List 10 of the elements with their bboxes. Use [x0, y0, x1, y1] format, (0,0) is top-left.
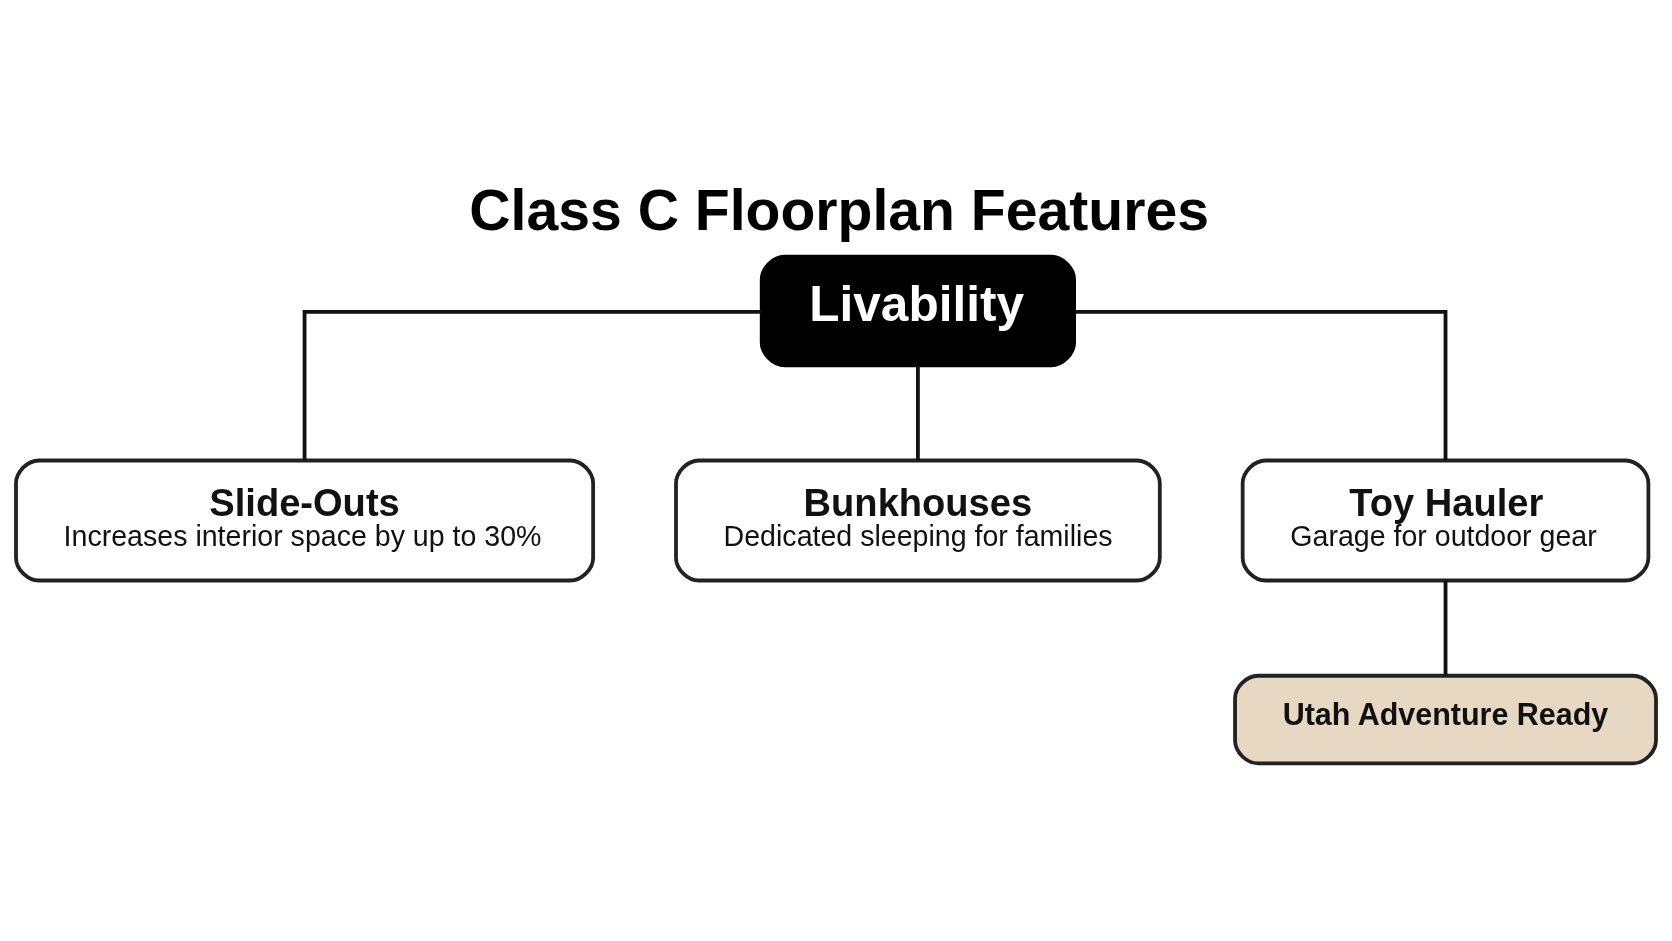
connector [302, 309, 762, 460]
connector [1443, 580, 1448, 675]
node-box: Toy Hauler Garage for outdoor gear [1240, 458, 1651, 582]
node-box: Livability [759, 254, 1076, 367]
connector [1074, 309, 1448, 460]
node-box: Utah Adventure Ready [1233, 673, 1658, 765]
connector [916, 365, 920, 460]
node-box: Slide-Outs Increases interior space by up to 30% [14, 458, 596, 582]
diagram-title: Class C Floorplan Features [469, 177, 1209, 242]
node-box: Bunkhouses Dedicated sleeping for families [674, 458, 1162, 582]
